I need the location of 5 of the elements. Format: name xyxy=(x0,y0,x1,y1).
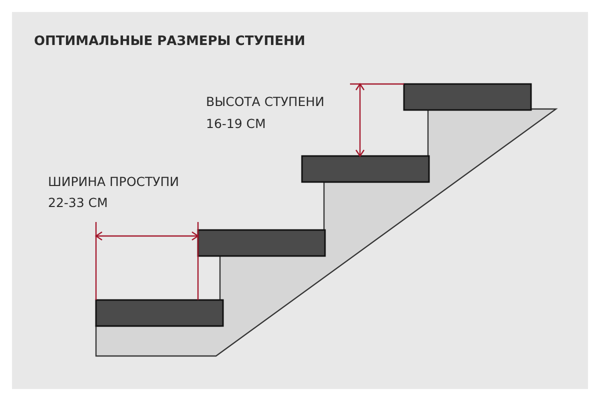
dimension-label: ШИРИНА ПРОСТУПИ xyxy=(48,174,180,189)
diagram-title: ОПТИМАЛЬНЫЕ РАЗМЕРЫ СТУПЕНИ xyxy=(34,34,306,49)
dimension-value: 22-33 СМ xyxy=(48,195,108,210)
dimension-label: ВЫСОТА СТУПЕНИ xyxy=(206,94,324,109)
dimension-value: 16-19 СМ xyxy=(206,116,266,131)
